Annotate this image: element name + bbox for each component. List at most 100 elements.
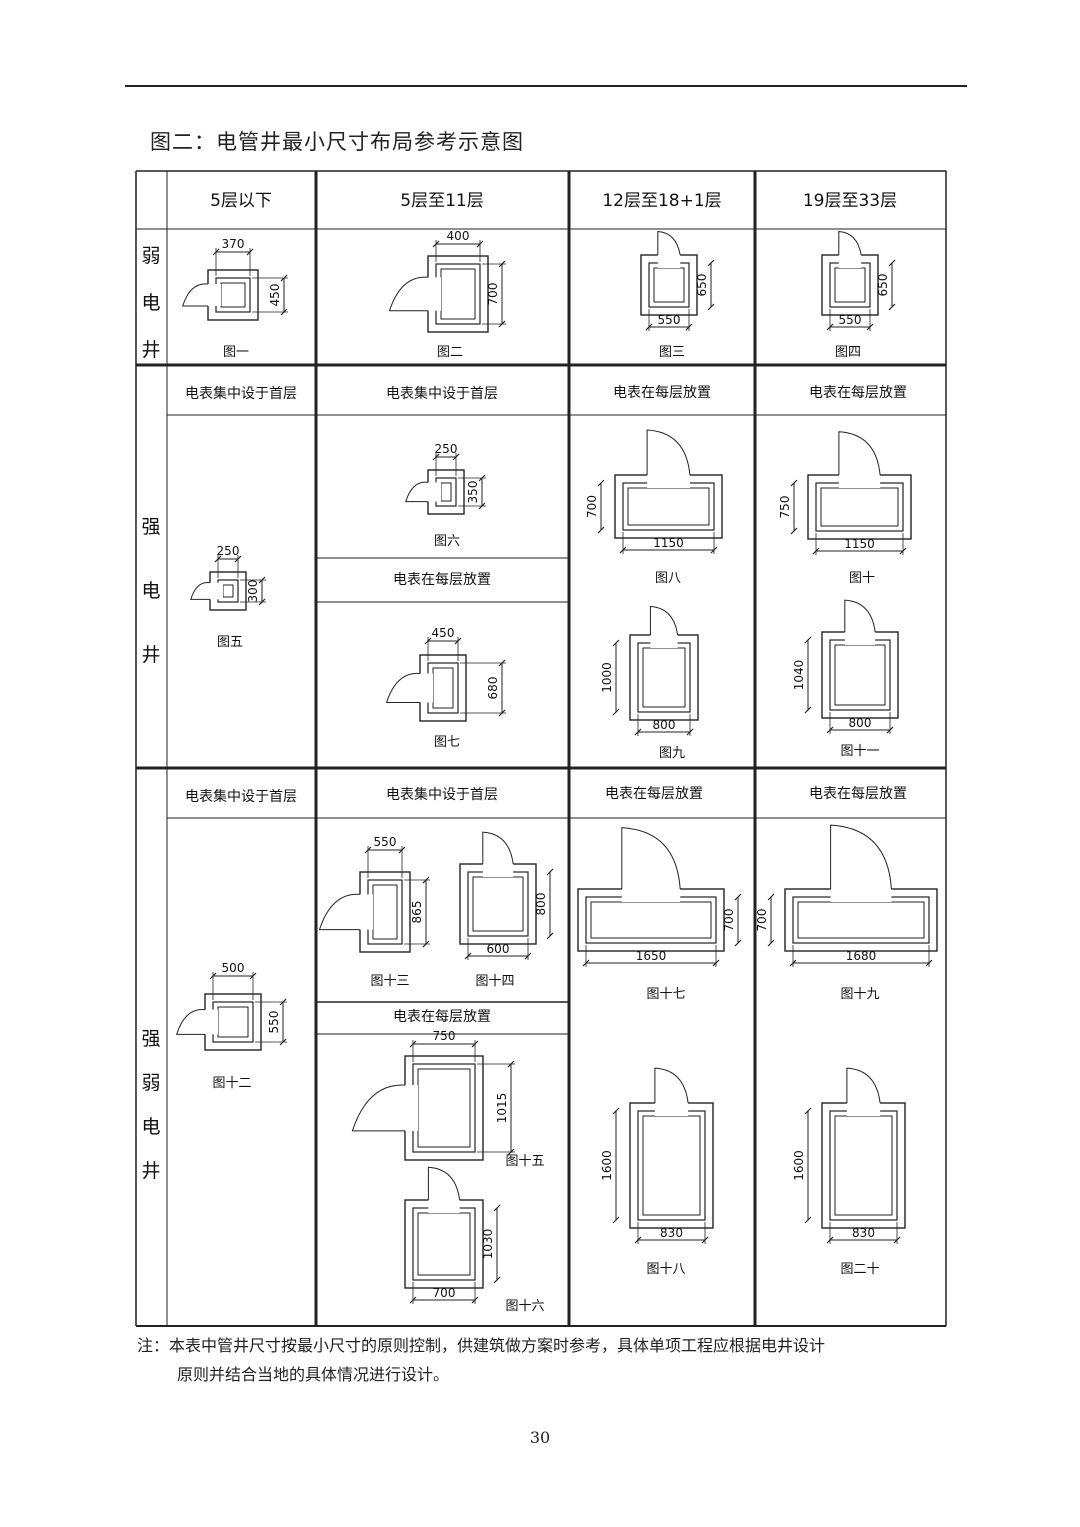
figure-label: 图二十 bbox=[840, 1262, 879, 1277]
shaft-wall bbox=[585, 896, 717, 944]
door-swing bbox=[175, 1009, 206, 1035]
dim-tick bbox=[686, 728, 694, 736]
dim-tick bbox=[398, 846, 406, 854]
column-header: 12层至18+1层 bbox=[602, 191, 721, 211]
dim-tick bbox=[619, 546, 627, 554]
dim-width: 400 bbox=[447, 229, 470, 243]
door-swing bbox=[405, 481, 429, 503]
figure-label: 图十二 bbox=[212, 1076, 251, 1091]
dim-tick bbox=[546, 932, 554, 940]
dim-tick bbox=[804, 1107, 812, 1115]
figure-label: 图十六 bbox=[505, 1299, 544, 1314]
door-opening bbox=[657, 254, 681, 268]
shaft-wall bbox=[467, 871, 529, 937]
dim-width: 1680 bbox=[846, 949, 877, 963]
door-opening bbox=[650, 634, 678, 648]
dim-height: 700 bbox=[486, 283, 500, 306]
footnote: 注：本表中管井尺寸按最小尺寸的原则控制，供建筑做方案时参考，具体单项工程应根据电… bbox=[137, 1331, 977, 1389]
dim-width: 700 bbox=[433, 1286, 456, 1300]
figure-label: 图六 bbox=[434, 534, 460, 549]
door-opening bbox=[844, 631, 876, 645]
door-opening bbox=[647, 474, 690, 488]
door-opening bbox=[427, 277, 441, 311]
dim-tick bbox=[866, 323, 874, 331]
dim-width: 370 bbox=[222, 237, 245, 251]
door-opening bbox=[207, 284, 221, 306]
figure-label: 图一 bbox=[223, 345, 249, 360]
dim-tick bbox=[507, 1148, 515, 1156]
row-label-char: 井 bbox=[141, 644, 160, 666]
shaft-wall bbox=[829, 639, 891, 711]
sub-header: 电表在每层放置 bbox=[393, 1009, 491, 1025]
door-opening bbox=[846, 1102, 881, 1116]
dim-tick bbox=[209, 972, 217, 980]
dim-tick bbox=[790, 527, 798, 535]
dim-tick bbox=[634, 728, 642, 736]
table-grid bbox=[135, 170, 947, 1327]
shaft-wall bbox=[222, 584, 234, 598]
dim-height: 650 bbox=[876, 274, 890, 297]
dim-tick bbox=[886, 726, 894, 734]
dim-tick bbox=[582, 959, 590, 967]
dim-tick bbox=[612, 1216, 620, 1224]
door-swing bbox=[482, 831, 514, 865]
dim-tick bbox=[258, 598, 266, 606]
shaft-wall bbox=[829, 1110, 898, 1221]
row-label-char: 弱 bbox=[141, 1072, 160, 1094]
dim-tick bbox=[634, 1236, 642, 1244]
shaft-wall bbox=[220, 282, 246, 308]
dim-width: 250 bbox=[217, 544, 240, 558]
dim-tick bbox=[712, 959, 720, 967]
figure-drawings: 370450图一400700图二550650图三550650图四250300图五… bbox=[175, 229, 938, 1314]
footnote-line-2: 原则并结合当地的具体情况进行设计。 bbox=[177, 1365, 450, 1384]
dim-width: 830 bbox=[852, 1226, 875, 1240]
page-title: 图二：电管井最小尺寸布局参考示意图 bbox=[150, 130, 524, 154]
door-opening bbox=[359, 894, 373, 930]
row-label-char: 井 bbox=[141, 1160, 160, 1182]
figure-label: 图十一 bbox=[840, 744, 879, 759]
dim-tick bbox=[790, 479, 798, 487]
dim-tick bbox=[925, 959, 933, 967]
dim-tick bbox=[812, 547, 820, 555]
dim-width: 550 bbox=[839, 313, 862, 327]
sub-header: 电表集中设于首层 bbox=[185, 788, 297, 805]
dim-tick bbox=[432, 240, 440, 248]
sub-header: 电表集中设于首层 bbox=[185, 385, 297, 402]
dim-height: 1015 bbox=[495, 1093, 509, 1124]
dim-tick bbox=[685, 323, 693, 331]
dim-height: 680 bbox=[486, 677, 500, 700]
dim-height: 1600 bbox=[600, 1150, 614, 1181]
dim-tick bbox=[493, 1204, 501, 1212]
dim-tick bbox=[464, 952, 472, 960]
shaft-wall bbox=[412, 1063, 476, 1153]
dim-tick bbox=[804, 636, 812, 644]
dim-tick bbox=[409, 1040, 417, 1048]
shaft-wall bbox=[829, 262, 871, 308]
figure-label: 图十四 bbox=[475, 974, 514, 989]
dim-tick bbox=[707, 259, 715, 267]
shaft-wall bbox=[820, 487, 899, 527]
dim-height: 750 bbox=[778, 496, 792, 519]
dim-tick bbox=[498, 659, 506, 667]
figure-label: 图七 bbox=[434, 735, 460, 750]
door-swing bbox=[838, 431, 881, 476]
door-swing bbox=[182, 283, 209, 307]
dim-height: 350 bbox=[466, 481, 480, 504]
dim-width: 800 bbox=[849, 716, 872, 730]
dim-height: 550 bbox=[267, 1011, 281, 1034]
dim-tick bbox=[279, 998, 287, 1006]
dim-tick bbox=[280, 308, 288, 316]
column-header: 5层至11层 bbox=[400, 191, 483, 211]
figure-label: 图九 bbox=[659, 746, 685, 761]
dim-tick bbox=[478, 474, 486, 482]
shaft-wall bbox=[792, 896, 930, 944]
